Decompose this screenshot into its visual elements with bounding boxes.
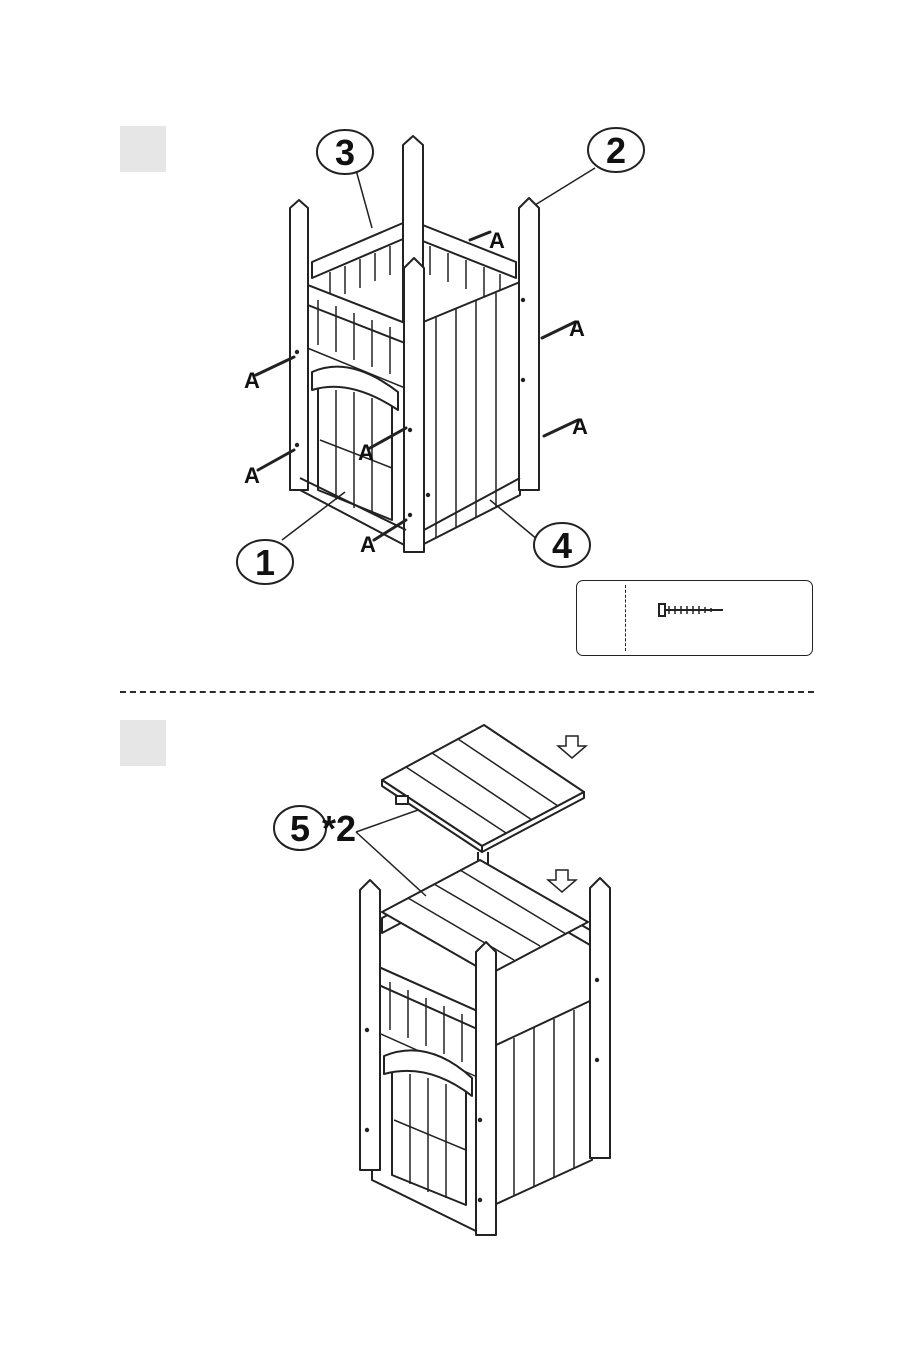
callout-5-multiplier: *2 [322, 808, 356, 849]
screw-label-a: A [244, 368, 260, 393]
screw-label-a: A [572, 414, 588, 439]
screw-label-a: A [244, 463, 260, 488]
hardware-legend [576, 580, 813, 656]
screw-label-a: A [489, 228, 505, 253]
screw-icon [657, 601, 727, 621]
callout-2: 2 [606, 130, 626, 171]
step-divider [120, 691, 814, 693]
callout-1: 1 [255, 542, 275, 583]
legend-separator [625, 585, 626, 651]
step-2-drawing: 5 *2 [0, 700, 914, 1360]
callout-3: 3 [335, 132, 355, 173]
callout-4: 4 [552, 525, 572, 566]
screw-label-a: A [569, 316, 585, 341]
screw-label-a: A [358, 440, 374, 465]
callout-5: 5 [290, 808, 310, 849]
screw-label-a: A [360, 532, 376, 557]
legend-quantity [577, 581, 625, 655]
